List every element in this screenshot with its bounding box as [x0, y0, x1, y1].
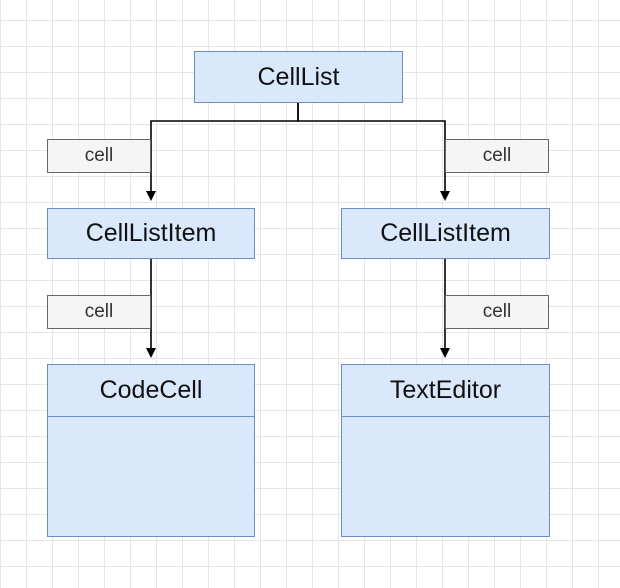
- texteditor-container[interactable]: TextEditor: [341, 364, 550, 537]
- celllist-node[interactable]: CellList: [194, 51, 403, 103]
- connector-root-to-left-item: [146, 103, 299, 201]
- celllistitem-right-node[interactable]: CellListItem: [341, 208, 550, 259]
- celllistitem-left-label: CellListItem: [85, 219, 217, 247]
- edge-label-root-to-right: cell: [445, 139, 549, 173]
- edge-label-right-to-texteditor: cell: [445, 295, 549, 329]
- texteditor-header: TextEditor: [342, 365, 549, 417]
- celllistitem-right-label: CellListItem: [380, 219, 511, 247]
- codecell-header: CodeCell: [48, 365, 254, 417]
- codecell-label: CodeCell: [99, 376, 203, 404]
- celllistitem-left-node[interactable]: CellListItem: [47, 208, 255, 259]
- texteditor-label: TextEditor: [389, 376, 502, 404]
- edge-label-left-to-codecell: cell: [47, 295, 151, 329]
- edge-label-root-to-left: cell: [47, 139, 151, 173]
- celllist-node-label: CellList: [257, 62, 340, 91]
- codecell-container[interactable]: CodeCell: [47, 364, 255, 537]
- connector-root-to-right-item: [297, 103, 450, 201]
